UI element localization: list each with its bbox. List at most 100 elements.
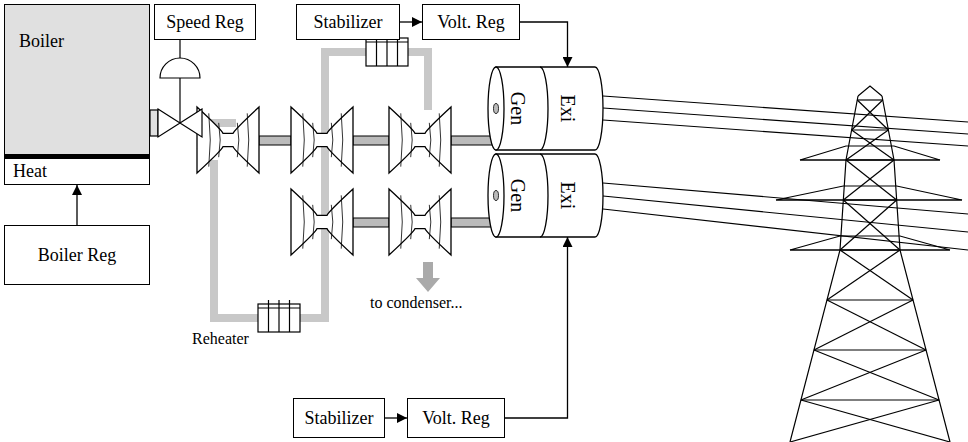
generator-section: Gen: [496, 154, 540, 237]
tower-brace: [790, 400, 939, 442]
node-label: Heat: [13, 161, 47, 182]
node-label: Exi: [556, 182, 579, 210]
steam-pipe: [298, 52, 428, 318]
node-label: Boiler Reg: [38, 245, 117, 266]
turbine-symbol: [291, 189, 353, 255]
boiler-nozzle: [150, 110, 158, 136]
tower-brace: [814, 350, 939, 400]
turbine-blade: [331, 123, 333, 157]
tower-brace: [801, 400, 950, 442]
turbine-symbol: [389, 107, 451, 173]
turbine-symbol: [197, 107, 259, 173]
signal-arrow: [520, 22, 568, 67]
node-label: Volt. Reg: [422, 408, 490, 429]
drum-divider: [540, 67, 548, 150]
turbine-casing: [389, 107, 451, 173]
turbine-blade: [247, 113, 249, 166]
turbine-shaft: [353, 136, 389, 145]
tower-brace: [852, 130, 894, 160]
valve-link: [179, 40, 180, 58]
tower-strut: [857, 99, 883, 100]
tower-crossarm: [790, 249, 950, 250]
turbine-casing: [197, 107, 259, 173]
node-label: Gen: [506, 179, 529, 212]
tower-crossarm: [776, 186, 962, 200]
signal-arrow: [505, 237, 568, 418]
signal-arrow: [400, 21, 422, 22]
tower-brace: [840, 250, 913, 300]
heat-box: Heat: [4, 158, 150, 185]
turbine-casing: [389, 189, 451, 255]
turbine-blade: [237, 123, 239, 157]
steam-pipe: [321, 170, 329, 190]
tower-brace: [843, 160, 894, 200]
tower-strut: [827, 299, 913, 300]
tower-strut: [801, 399, 939, 400]
turbine-blade: [209, 113, 211, 166]
generator-section: Gen: [496, 67, 540, 150]
reheater-tube: [268, 300, 269, 332]
drum-end: [488, 154, 504, 237]
tower-leg: [790, 96, 858, 442]
tower-brace: [827, 250, 900, 300]
part-label: Reheater: [190, 330, 251, 348]
tower-crossarm: [790, 236, 950, 250]
reheater-symbol: [258, 300, 300, 332]
tower-brace: [801, 350, 926, 400]
reheater-tube: [289, 300, 290, 332]
turbine-symbol: [389, 189, 451, 255]
tower-leg: [882, 96, 950, 442]
turbine-symbol: [291, 107, 353, 173]
node-label: Gen: [506, 92, 529, 125]
generator-drum: [488, 154, 603, 237]
turbine-shaft: [353, 218, 389, 227]
tower-crossarm: [800, 159, 940, 160]
turbine-shaft: [259, 136, 291, 145]
turbine-blade: [439, 195, 441, 248]
node-label: Exi: [556, 95, 579, 123]
stabilizer-box: Stabilizer: [296, 4, 400, 40]
node-label: Stabilizer: [314, 12, 383, 33]
exciter-section: Exi: [542, 67, 593, 150]
turbine-blade: [411, 123, 413, 157]
turbine-blade: [219, 123, 221, 157]
steam-pipe: [321, 100, 329, 110]
node-label: Volt. Reg: [437, 12, 505, 33]
regulator-box: Volt. Reg: [407, 398, 505, 438]
turbine-casing: [291, 107, 353, 173]
condenser-arrow: [416, 262, 440, 292]
tower-peak: [858, 86, 882, 96]
turbine-blade: [341, 195, 343, 248]
shaft-end: [494, 191, 499, 201]
drum-body: [496, 154, 603, 237]
tower-brace: [846, 130, 888, 160]
turbine-blade: [429, 205, 431, 239]
part-label: to condenser...: [368, 294, 464, 312]
turbine-blade: [313, 205, 315, 239]
boiler-box: Boiler: [4, 4, 150, 158]
turbine-blade: [401, 113, 403, 166]
shaft-end: [494, 104, 499, 114]
steam-pipe: [214, 160, 258, 318]
tower-strut: [852, 129, 889, 130]
transmission-conductor: [603, 108, 968, 134]
node-label: Stabilizer: [305, 408, 374, 429]
tower-crossarm: [776, 199, 962, 200]
drum-end: [488, 67, 504, 150]
signal-arrow: [76, 185, 77, 225]
tower-brace: [857, 100, 888, 130]
regulator-box: Boiler Reg: [4, 225, 150, 285]
tower-brace: [843, 200, 900, 250]
transmission-conductor: [603, 183, 968, 214]
turbine-blade: [303, 195, 305, 248]
reheater-tube: [278, 300, 279, 332]
tower-brace: [827, 300, 926, 350]
transmission-conductor: [603, 196, 968, 232]
turbine-blade: [411, 205, 413, 239]
turbine-blade: [303, 113, 305, 166]
turbine-blade: [439, 113, 441, 166]
reheater-tube: [366, 42, 408, 43]
signal-arrow: [385, 417, 407, 418]
reheater-tube: [258, 308, 300, 309]
